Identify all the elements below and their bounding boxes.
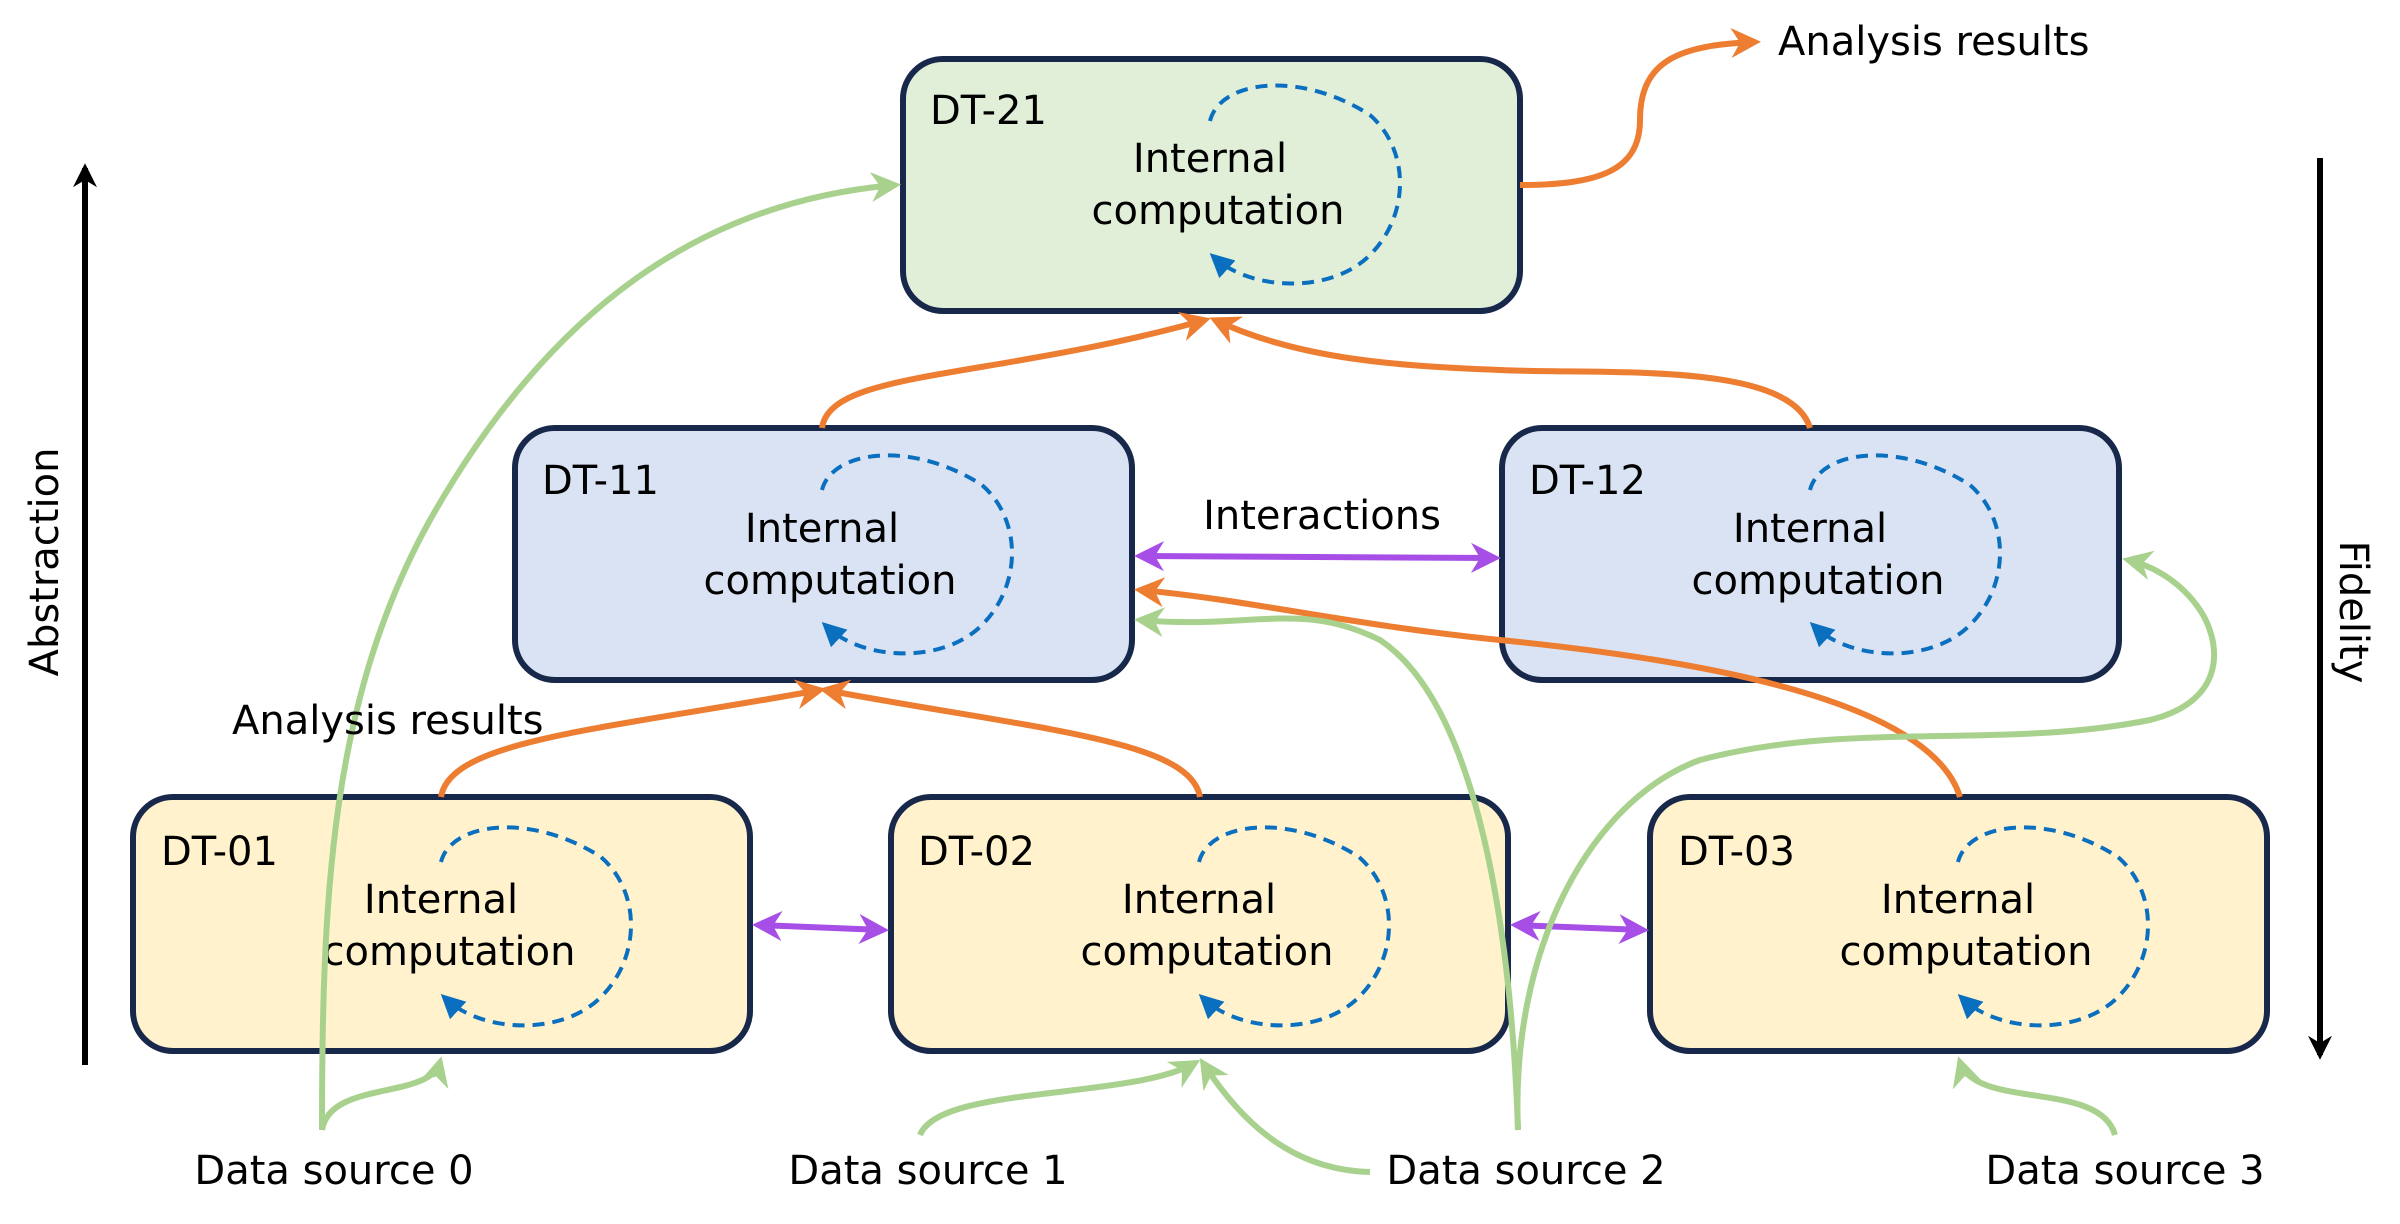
abstraction-axis-label: Abstraction [22, 448, 68, 677]
ds3-to-dt03-arrow [1952, 1056, 2118, 1137]
ds1-to-dt02-arrow [917, 1060, 1201, 1137]
dt21-internal-label-2: computation [1092, 188, 1345, 234]
dt01-box[interactable]: DT-01 Internal computation [130, 794, 753, 1054]
interactions-label: Interactions [1203, 493, 1441, 539]
dt12-internal-label-2: computation [1692, 558, 1945, 604]
dt12-box[interactable]: DT-12 Internal computation [1499, 425, 2122, 683]
dt01-internal-label-1: Internal [364, 877, 518, 923]
dt11-internal-label-1: Internal [745, 506, 899, 552]
dt02-internal-loop [1197, 825, 1391, 1028]
dt03-internal-label-2: computation [1840, 929, 2093, 975]
data-source-0-label: Data source 0 [194, 1148, 473, 1194]
dt01-internal-loop [439, 825, 633, 1028]
dt21-internal-label-1: Internal [1133, 136, 1287, 182]
dt02-box[interactable]: DT-02 Internal computation [888, 794, 1511, 1054]
ds2-to-dt12-arrow [1514, 550, 2217, 1131]
interaction-dt01-dt02-arrow [752, 910, 889, 945]
dt01-to-dt11-arrow [438, 679, 826, 798]
dt21-analysis-output-arrow [1519, 27, 1761, 188]
dt11-title: DT-11 [542, 458, 659, 504]
ds2-to-dt02-arrow [1199, 1057, 1371, 1175]
interaction-dt02-dt03-arrow [1510, 910, 1649, 945]
ds2-to-dt11-arrow [1134, 607, 1521, 1131]
data-source-3-label: Data source 3 [1985, 1148, 2264, 1194]
dt12-to-dt21-arrow [1209, 316, 1813, 430]
analysis-results-top-label: Analysis results [1778, 19, 2090, 65]
dt21-title: DT-21 [930, 88, 1047, 134]
fidelity-axis-label: Fidelity [2330, 541, 2376, 684]
dt02-internal-label-1: Internal [1122, 877, 1276, 923]
dt11-to-dt21-arrow [819, 311, 1211, 429]
dt03-title: DT-03 [1678, 829, 1795, 875]
ds0-to-dt01-arrow [319, 1056, 449, 1131]
analysis-results-low-label: Analysis results [232, 698, 544, 744]
data-source-1-label: Data source 1 [788, 1148, 1067, 1194]
dt03-internal-loop [1956, 825, 2150, 1028]
dt03-to-dt11-arrow [1134, 577, 1963, 798]
dt12-title: DT-12 [1529, 458, 1646, 504]
dt02-internal-label-2: computation [1081, 929, 1334, 975]
dt03-box[interactable]: DT-03 Internal computation [1647, 794, 2270, 1054]
dt12-internal-label-1: Internal [1733, 506, 1887, 552]
dt21-box[interactable]: DT-21 Internal computation [900, 56, 1523, 314]
dt01-internal-label-2: computation [323, 929, 576, 975]
dt11-internal-loop [820, 453, 1014, 656]
dt12-internal-loop [1808, 453, 2002, 656]
dt21-internal-loop [1208, 83, 1402, 286]
ds0-to-dt21-arrow [319, 172, 901, 1131]
dt02-title: DT-02 [918, 829, 1035, 875]
dt02-to-dt11-arrow [819, 679, 1203, 798]
dt11-box[interactable]: DT-11 Internal computation [512, 425, 1135, 683]
dt11-internal-label-2: computation [704, 558, 957, 604]
data-source-2-label: Data source 2 [1386, 1148, 1665, 1194]
dt01-title: DT-01 [161, 829, 278, 875]
interaction-dt11-dt12-arrow [1134, 541, 1501, 573]
dt03-internal-label-1: Internal [1881, 877, 2035, 923]
